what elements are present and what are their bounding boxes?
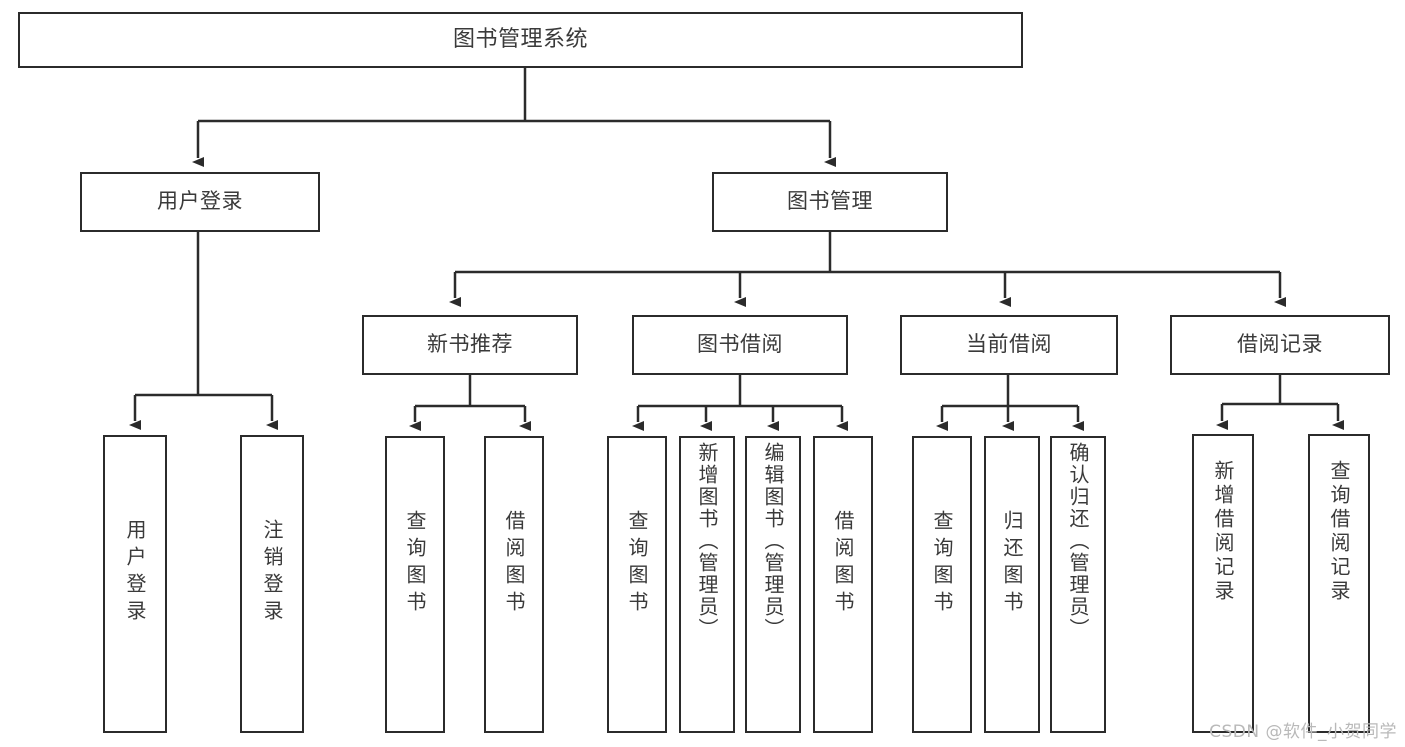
leaf-label: 归还图书: [1000, 510, 1024, 618]
node-user-login[interactable]: 用户登录: [80, 172, 320, 232]
leaf-label: 查询图书: [625, 510, 649, 618]
leaf-label: 确认归还（管理员）: [1066, 442, 1090, 640]
leaf-borrow-book[interactable]: 借阅图书: [813, 436, 873, 733]
node-borrow-record[interactable]: 借阅记录: [1170, 315, 1390, 375]
node-new-book-recommend[interactable]: 新书推荐: [362, 315, 578, 375]
leaf-query-book-borrow[interactable]: 查询图书: [607, 436, 667, 733]
csdn-watermark: CSDN @软件_小贺同学: [1209, 722, 1397, 742]
leaf-label: 查询借阅记录: [1327, 460, 1351, 604]
leaf-label: 借阅图书: [502, 510, 526, 618]
leaf-label: 查询图书: [403, 510, 427, 618]
leaf-edit-book-admin[interactable]: 编辑图书（管理员）: [745, 436, 801, 733]
leaf-label: 注销登录: [260, 519, 284, 627]
node-book-borrow[interactable]: 图书借阅: [632, 315, 848, 375]
leaf-query-book-recommend[interactable]: 查询图书: [385, 436, 445, 733]
leaf-label: 借阅图书: [831, 510, 855, 618]
leaf-add-borrow-record[interactable]: 新增借阅记录: [1192, 434, 1254, 733]
node-label: 图书借阅: [697, 332, 783, 357]
node-label: 图书管理: [787, 189, 873, 214]
node-label: 借阅记录: [1237, 332, 1323, 357]
leaf-return-book[interactable]: 归还图书: [984, 436, 1040, 733]
node-label: 用户登录: [157, 189, 243, 214]
leaf-query-borrow-record[interactable]: 查询借阅记录: [1308, 434, 1370, 733]
leaf-borrow-book-recommend[interactable]: 借阅图书: [484, 436, 544, 733]
node-label: 当前借阅: [966, 332, 1052, 357]
node-current-borrow[interactable]: 当前借阅: [900, 315, 1118, 375]
node-root-system[interactable]: 图书管理系统: [18, 12, 1023, 68]
leaf-label: 查询图书: [930, 510, 954, 618]
node-label: 图书管理系统: [452, 26, 588, 52]
node-book-management[interactable]: 图书管理: [712, 172, 948, 232]
leaf-query-book-current[interactable]: 查询图书: [912, 436, 972, 733]
leaf-label: 用户登录: [123, 519, 147, 627]
leaf-add-book-admin[interactable]: 新增图书（管理员）: [679, 436, 735, 733]
leaf-user-login[interactable]: 用户登录: [103, 435, 167, 733]
node-label: 新书推荐: [427, 332, 513, 357]
leaf-label: 新增借阅记录: [1211, 460, 1235, 604]
leaf-label: 新增图书（管理员）: [695, 442, 719, 640]
leaf-label: 编辑图书（管理员）: [761, 442, 785, 640]
leaf-logout[interactable]: 注销登录: [240, 435, 304, 733]
leaf-confirm-return-admin[interactable]: 确认归还（管理员）: [1050, 436, 1106, 733]
